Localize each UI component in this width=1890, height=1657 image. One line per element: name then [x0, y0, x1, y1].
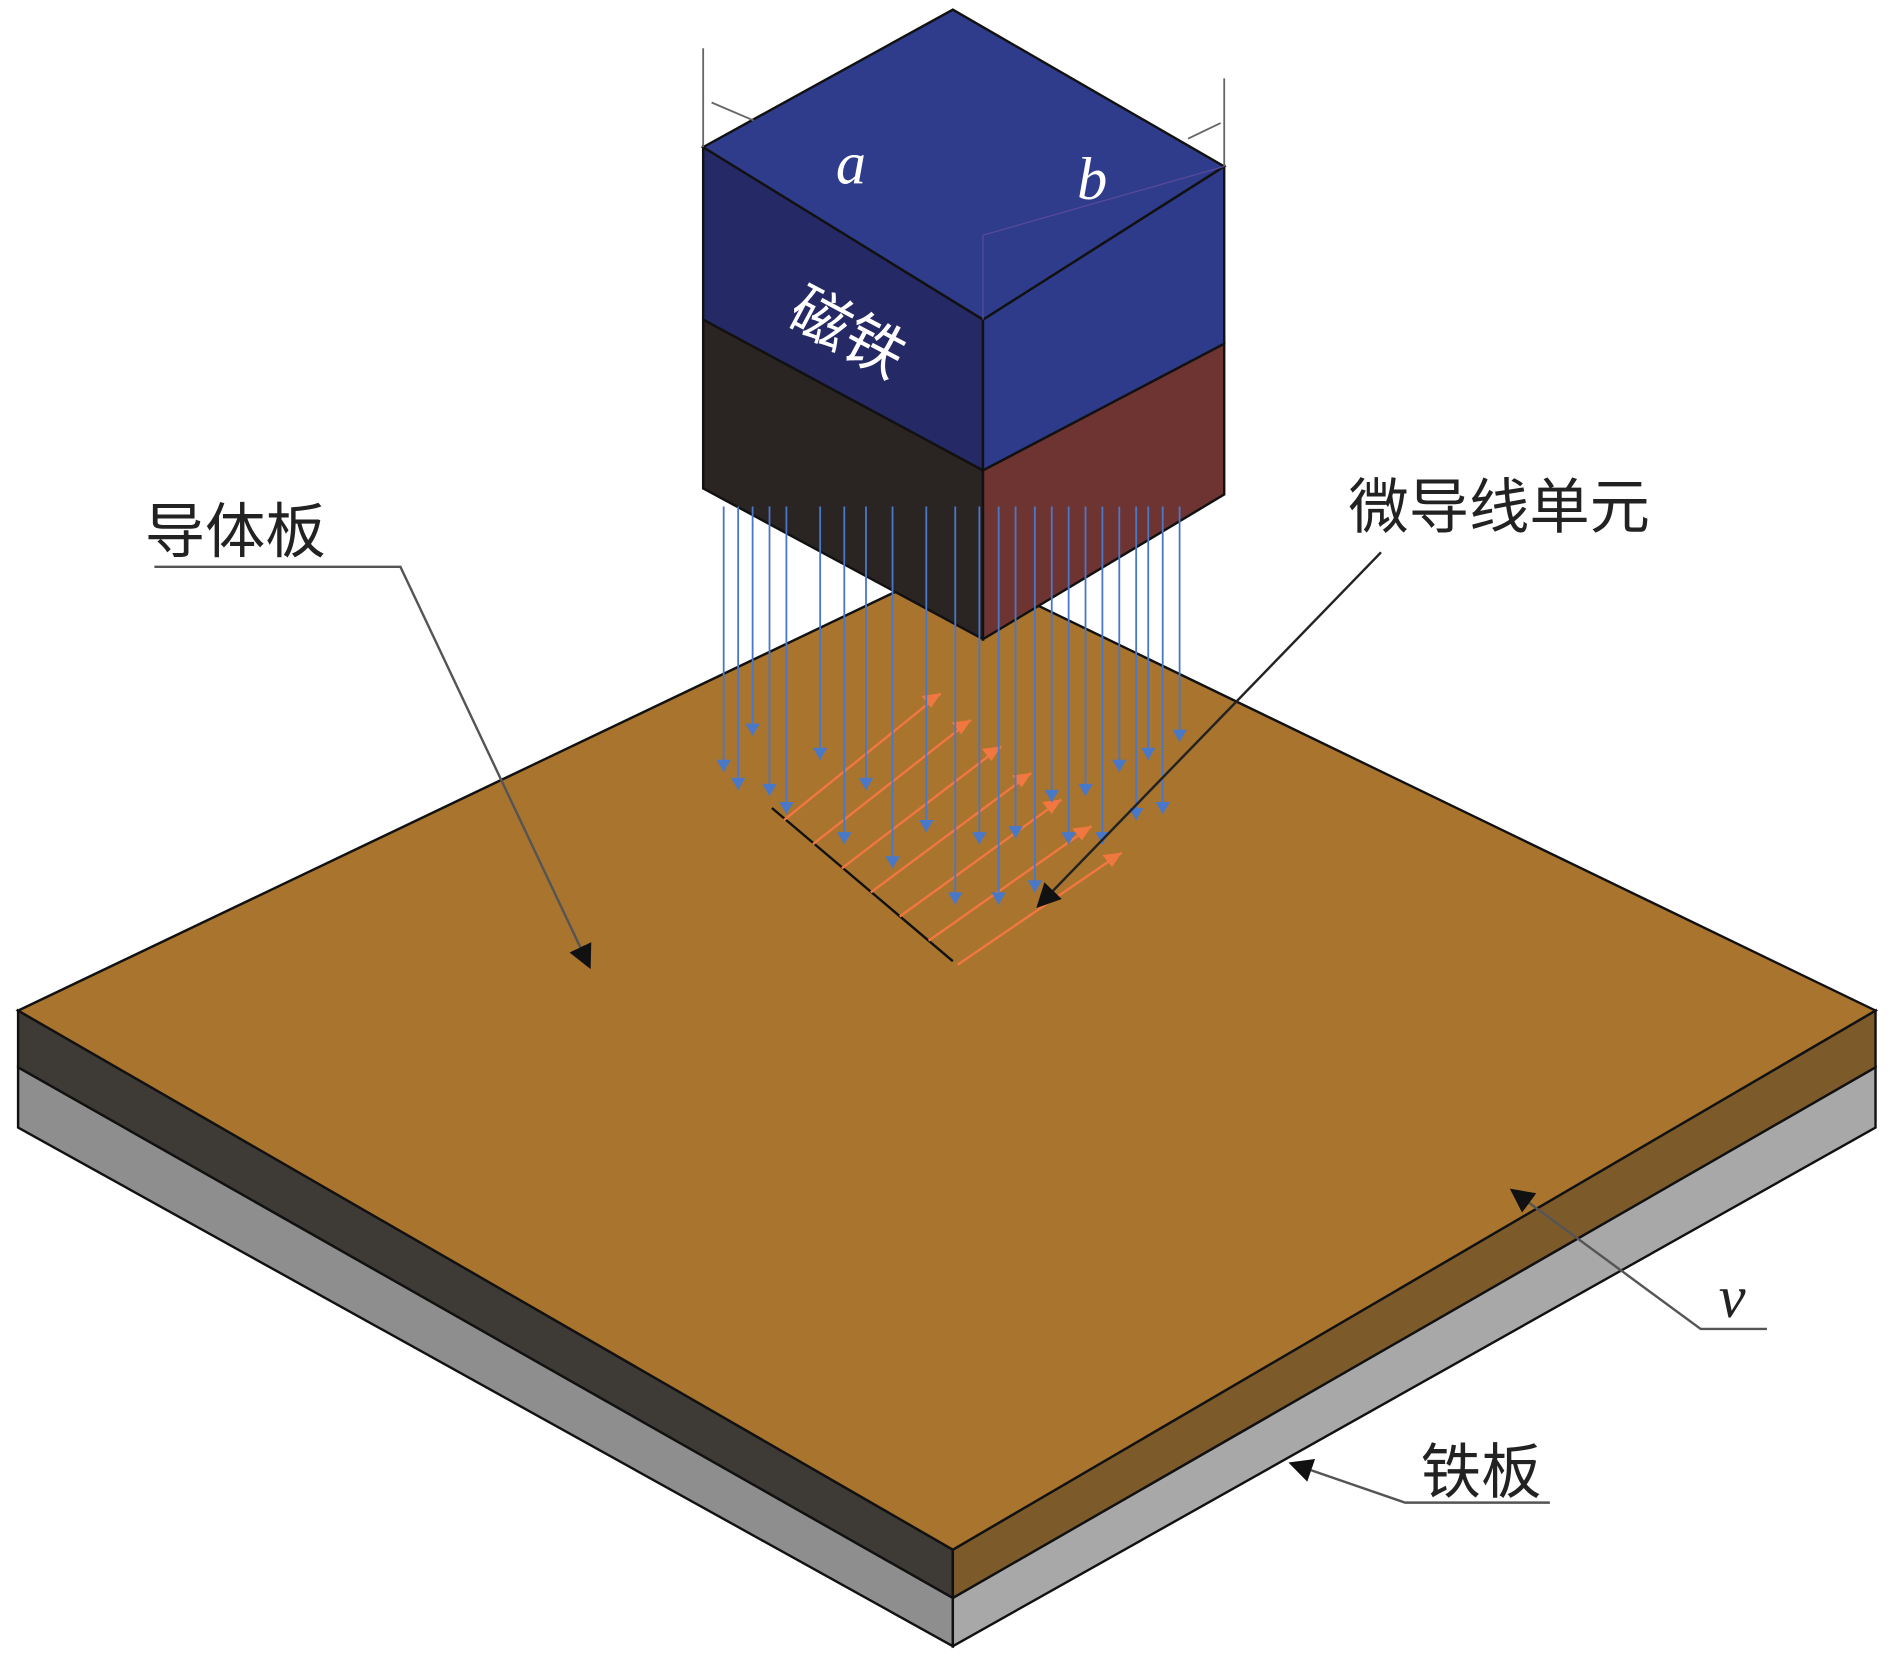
current-arrowhead: [1042, 799, 1062, 815]
current-arrow: [928, 825, 1093, 942]
field-arrowhead: [1140, 747, 1156, 760]
field-arrowhead: [991, 892, 1006, 905]
conductor-plate-callout: 导体板: [145, 497, 592, 970]
field-arrowhead: [1061, 832, 1076, 845]
field-arrowhead: [1008, 826, 1023, 839]
iron-plate-callout: 铁板: [1288, 1438, 1550, 1508]
current-arrowhead: [1102, 852, 1122, 868]
field-arrows: [716, 506, 1187, 905]
field-arrowhead: [812, 747, 828, 760]
iron-plate-label: 铁板: [1421, 1438, 1542, 1508]
conductor-plate: [15, 563, 1879, 1600]
dimension-b-label: b: [1077, 146, 1107, 213]
field-arrowhead: [885, 856, 900, 869]
current-arrow: [841, 745, 1002, 870]
current-arrowhead: [1011, 773, 1032, 788]
field-arrowhead: [1112, 759, 1127, 772]
field-arrowhead: [919, 820, 934, 833]
field-arrowhead: [730, 777, 746, 790]
field-arrowhead: [1078, 783, 1093, 796]
conductor-plate-label: 导体板: [145, 497, 326, 567]
dimension-a-label: a: [836, 130, 866, 197]
field-arrowhead: [1044, 789, 1059, 802]
field-arrowhead: [948, 892, 963, 905]
current-arrowhead: [981, 746, 1002, 761]
field-arrowhead: [1172, 729, 1187, 742]
micro-wire-unit-callout: 微导线单元: [1036, 473, 1650, 908]
field-arrowhead: [745, 723, 760, 736]
current-arrow: [870, 772, 1032, 894]
current-arrowhead: [1072, 826, 1092, 841]
current-arrow: [956, 851, 1123, 966]
current-arrows: [783, 692, 1123, 966]
field-arrowhead: [837, 832, 852, 845]
micro-wire-unit-label: 微导线单元: [1348, 473, 1650, 543]
field-arrowhead: [1155, 801, 1170, 815]
field-arrowhead: [972, 832, 987, 845]
magnet: a b 磁铁: [700, 8, 1227, 642]
field-arrowhead: [716, 759, 731, 772]
field-arrowhead: [762, 783, 777, 796]
micro-wire-edge: [771, 807, 954, 963]
field-arrowhead: [1128, 807, 1144, 821]
velocity-label: v: [1719, 1264, 1746, 1331]
current-arrow: [783, 692, 942, 821]
current-arrowhead: [951, 719, 971, 735]
field-arrowhead: [858, 777, 874, 790]
velocity-callout: v: [1509, 1188, 1767, 1331]
field-arrowhead: [779, 801, 794, 815]
